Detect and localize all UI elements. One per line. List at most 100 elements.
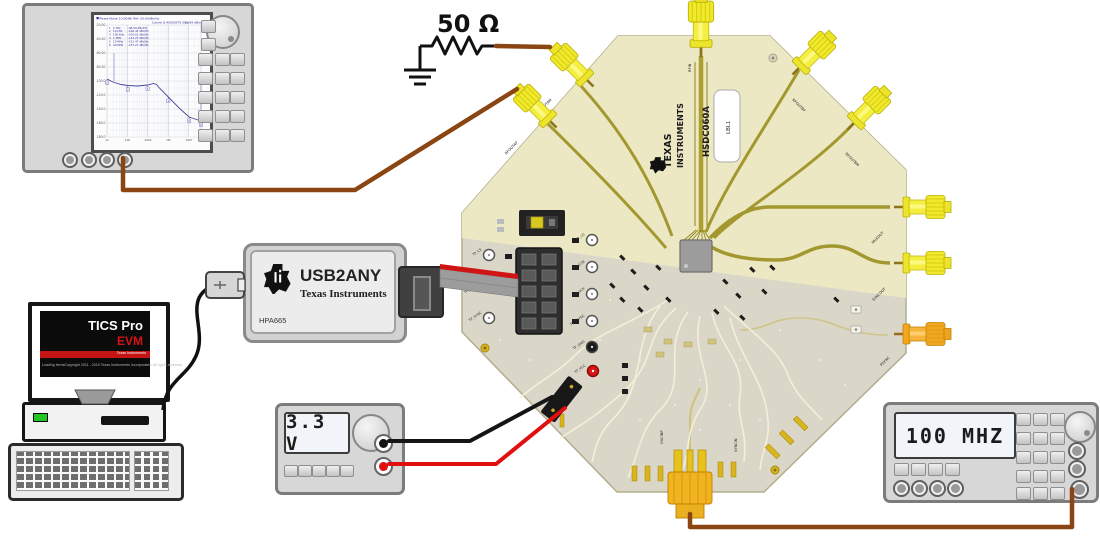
siggen-connector[interactable]: [1068, 442, 1086, 460]
svg-text:TP_CE: TP_CE: [471, 248, 483, 258]
siggen-button[interactable]: [1016, 470, 1031, 483]
analyzer-button[interactable]: [230, 91, 245, 104]
pll-ic: [679, 239, 713, 273]
power-input-connector[interactable]: [540, 376, 583, 423]
svg-text:LBL1: LBL1: [726, 121, 732, 134]
pc-keyboard[interactable]: [8, 443, 184, 501]
connector-labels: RFOUTAM RFOUTAP RFIN RFOUTBP RFOUTBM MUX…: [504, 63, 891, 452]
analyzer-button[interactable]: [230, 72, 245, 85]
siggen-button[interactable]: [1033, 432, 1048, 445]
siggen-output-connector[interactable]: [1070, 480, 1089, 499]
svg-text:TP_LD: TP_LD: [574, 232, 586, 242]
ic-pin1-dot: [684, 264, 688, 268]
sma-syncout[interactable]: [892, 250, 953, 276]
siggen-button[interactable]: [1050, 470, 1065, 483]
siggen-button[interactable]: [1016, 413, 1031, 426]
analyzer-button[interactable]: [198, 91, 213, 104]
analyzer-button[interactable]: [215, 53, 230, 66]
siggen-button[interactable]: [1016, 487, 1031, 500]
siggen-button[interactable]: [894, 463, 909, 476]
analyzer-button[interactable]: [201, 20, 216, 33]
siggen-button[interactable]: [945, 463, 960, 476]
sma-rfin[interactable]: [686, 0, 716, 59]
svg-text:1: 1: [109, 26, 111, 30]
sma-rfoutap[interactable]: [506, 77, 566, 137]
resistor-symbol: [420, 35, 496, 56]
siggen-connector[interactable]: [1068, 460, 1086, 478]
sma-psync[interactable]: [892, 321, 953, 347]
sma-muxout[interactable]: [892, 194, 953, 220]
knob-indicator: [1084, 430, 1090, 436]
siggen-button[interactable]: [911, 463, 926, 476]
pcb-outline: [461, 35, 907, 493]
siggen-connector[interactable]: [947, 480, 964, 497]
ribbon-cable: [439, 264, 519, 298]
keyboard-numpad[interactable]: [134, 451, 169, 491]
programming-header[interactable]: [515, 247, 563, 335]
siggen-connector[interactable]: [911, 480, 928, 497]
analyzer-connector[interactable]: [62, 152, 78, 168]
psu-terminal-negative[interactable]: [374, 434, 393, 453]
analyzer-button[interactable]: [198, 53, 213, 66]
jumper-block[interactable]: [497, 210, 565, 236]
smd-capacitors: [643, 326, 717, 358]
siggen-button[interactable]: [1033, 413, 1048, 426]
sma-rfoutbp[interactable]: [783, 24, 843, 84]
analyzer-button[interactable]: [198, 110, 213, 123]
analyzer-button[interactable]: [215, 72, 230, 85]
siggen-button[interactable]: [928, 463, 943, 476]
analyzer-button[interactable]: [230, 129, 245, 142]
status-left: Loading items: [42, 363, 65, 368]
test-points[interactable]: [482, 233, 600, 378]
siggen-button[interactable]: [1033, 487, 1048, 500]
psu-button[interactable]: [312, 465, 326, 477]
svg-text:-140.0: -140.0: [96, 107, 106, 111]
siggen-button[interactable]: [1016, 432, 1031, 445]
keyboard-keys[interactable]: [16, 451, 130, 491]
siggen-connector[interactable]: [929, 480, 946, 497]
usb-cable: [161, 284, 213, 411]
usb2any-header-port[interactable]: [398, 266, 444, 318]
psu-button[interactable]: [340, 465, 354, 477]
psu-button[interactable]: [298, 465, 312, 477]
analyzer-button[interactable]: [201, 38, 216, 51]
usb-plug[interactable]: [205, 271, 246, 299]
analyzer-connector[interactable]: [117, 152, 133, 168]
usb2any-model: HPA665: [259, 316, 287, 325]
signal-traces: [519, 299, 823, 479]
siggen-button[interactable]: [1050, 413, 1065, 426]
svg-text:5: 5: [109, 39, 111, 43]
siggen-button[interactable]: [1050, 451, 1065, 464]
analyzer-connector[interactable]: [81, 152, 97, 168]
psu-terminal-positive[interactable]: [374, 457, 393, 476]
svg-text:-123.23 dBc/Hz: -123.23 dBc/Hz: [128, 36, 149, 40]
svg-text:Carrier 6.40000379 GHz: Carrier 6.40000379 GHz: [152, 21, 189, 25]
siggen-button[interactable]: [1033, 470, 1048, 483]
svg-text:-157.27 dBc/Hz: -157.27 dBc/Hz: [128, 43, 149, 47]
psu-button[interactable]: [326, 465, 340, 477]
ticspro-edition: EVM: [116, 334, 143, 348]
knob-indicator: [228, 36, 234, 42]
analyzer-button[interactable]: [198, 129, 213, 142]
analyzer-button[interactable]: [198, 72, 213, 85]
svg-text:-80.00: -80.00: [96, 65, 106, 69]
siggen-button[interactable]: [1050, 432, 1065, 445]
siggen-connector[interactable]: [893, 480, 910, 497]
analyzer-connector[interactable]: [99, 152, 115, 168]
sma-oscinp[interactable]: [667, 449, 713, 519]
siggen-knob[interactable]: [1064, 411, 1096, 443]
edge-pads: [551, 407, 809, 482]
siggen-button[interactable]: [1050, 487, 1065, 500]
analyzer-button[interactable]: [215, 129, 230, 142]
siggen-button[interactable]: [1016, 451, 1031, 464]
svg-text:OSCINP: OSCINP: [660, 430, 664, 444]
psu-button[interactable]: [284, 465, 298, 477]
analyzer-button[interactable]: [215, 91, 230, 104]
siggen-button[interactable]: [1033, 451, 1048, 464]
sma-rfoutbm[interactable]: [838, 79, 898, 139]
analyzer-button[interactable]: [230, 53, 245, 66]
svg-text:-120.0: -120.0: [96, 93, 106, 97]
analyzer-button[interactable]: [230, 110, 245, 123]
analyzer-button[interactable]: [215, 110, 230, 123]
sma-rfoutam[interactable]: [543, 36, 603, 96]
